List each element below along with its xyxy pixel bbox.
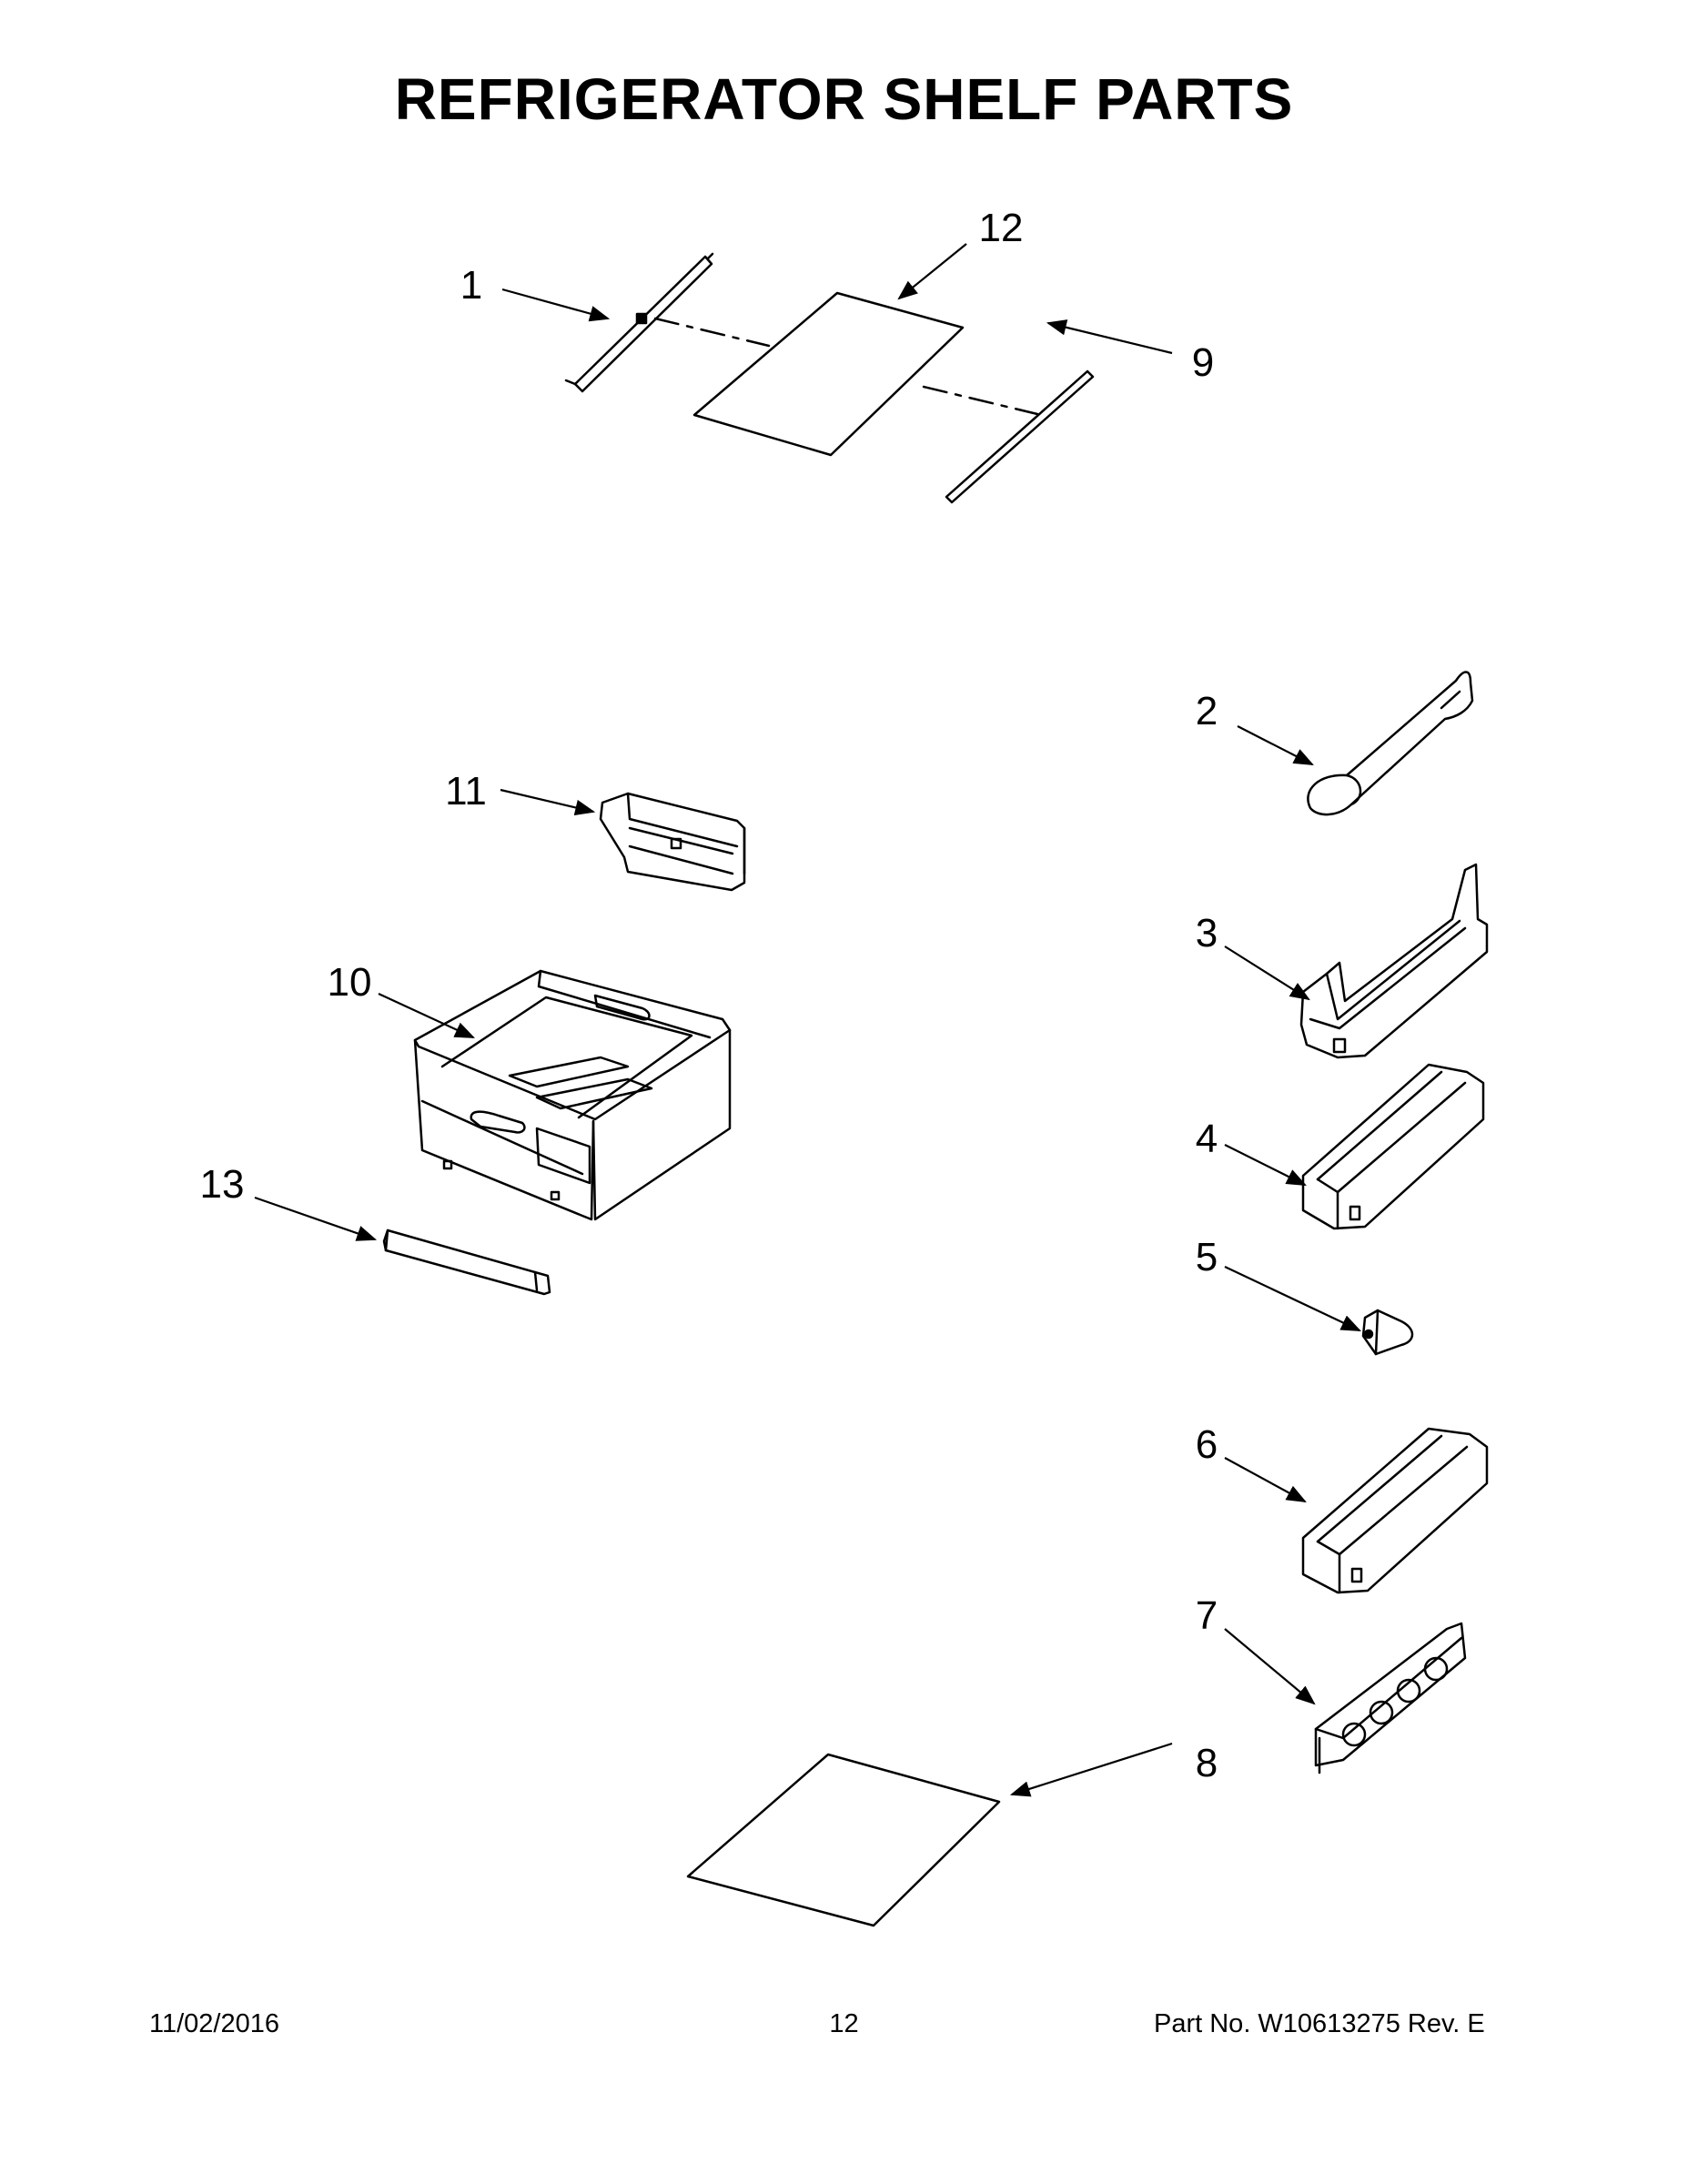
part-10-crisper-drawer	[413, 969, 732, 1221]
part-2-shelf-trim	[1307, 671, 1474, 816]
leader-lines	[254, 243, 1361, 1797]
callout-2: 2	[1196, 689, 1218, 733]
part-9-shelf-rail	[945, 369, 1095, 504]
part-7-egg-tray	[1314, 1622, 1467, 1774]
part-1-shelf-rail	[564, 252, 714, 393]
callout-8: 8	[1196, 1741, 1218, 1785]
page-title: REFRIGERATOR SHELF PARTS	[394, 66, 1294, 132]
callout-10: 10	[328, 960, 372, 1005]
callout-13: 13	[200, 1162, 245, 1207]
part-5-clip	[1361, 1309, 1414, 1356]
callout-9: 9	[1192, 340, 1214, 385]
footer-date: 11/02/2016	[149, 2009, 279, 2038]
callout-3: 3	[1196, 911, 1218, 956]
part-3-door-bin	[1299, 863, 1489, 1059]
part-11-divider	[599, 792, 746, 892]
callout-7: 7	[1196, 1593, 1218, 1638]
callout-12: 12	[979, 206, 1024, 250]
callout-5: 5	[1196, 1235, 1218, 1279]
part-6-door-bin	[1301, 1427, 1489, 1594]
footer-part-number: Part No. W10613275 Rev. E	[1154, 2009, 1485, 2038]
callout-6: 6	[1196, 1422, 1218, 1467]
callout-4: 4	[1196, 1117, 1218, 1161]
part-8-shelf-glass	[686, 1753, 1001, 1927]
part-4-door-bin	[1301, 1063, 1485, 1230]
alignment-lines	[653, 317, 1039, 416]
callout-1: 1	[460, 263, 482, 308]
part-13-drawer-trim	[382, 1228, 551, 1296]
callout-11: 11	[445, 769, 487, 814]
part-12-glass-shelf	[692, 291, 965, 457]
footer-page-number: 12	[829, 2009, 859, 2038]
